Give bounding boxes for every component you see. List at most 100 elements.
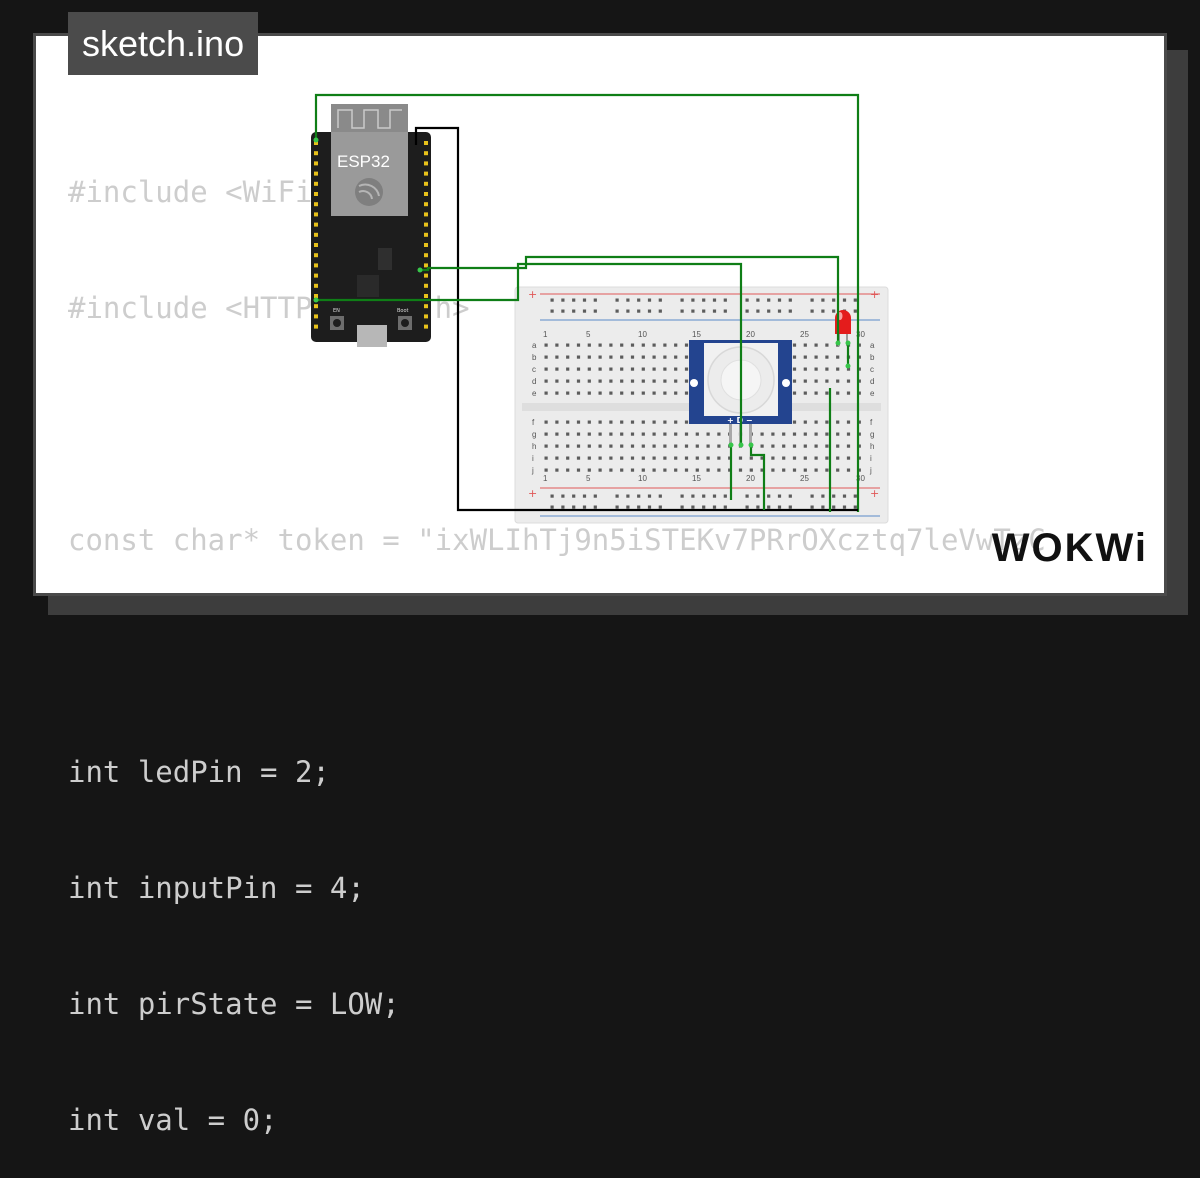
rail-hole [647,494,652,498]
breadboard-hole [576,391,581,395]
breadboard-hole [598,391,602,395]
column-number: 5 [586,330,591,339]
column-number: 30 [856,474,865,483]
breadboard-hole [803,343,807,347]
rail-hole [593,494,597,498]
pir-pin-labels: + D − [727,416,753,425]
rail-hole [788,309,792,313]
esp32-pin [314,294,318,298]
breadboard-hole [760,444,764,448]
breadboard-hole [695,432,699,436]
breadboard-hole [846,444,851,448]
breadboard-hole [717,456,721,460]
rail-hole [647,309,652,313]
breadboard-hole [641,355,645,359]
breadboard-hole [555,468,559,472]
breadboard-hole [825,420,829,424]
rail-hole [777,494,782,498]
breadboard-hole [598,355,602,359]
breadboard-hole [630,432,635,436]
sketch-file-tab[interactable]: sketch.ino [68,12,259,75]
rail-hole [626,505,630,509]
rail-hole [821,505,825,509]
breadboard-hole [792,444,797,448]
esp32-pin [314,181,318,186]
row-letter: b [532,353,537,362]
esp32-pin [314,192,318,196]
breadboard-hole [760,456,764,460]
breadboard-hole [641,468,645,472]
row-letter: c [532,365,536,374]
micro-usb-port[interactable] [357,325,387,347]
circuit-diagram: + + + + 1 5 10 15 20 25 30 1 5 10 15 20 … [311,93,889,524]
breadboard-hole [555,420,559,424]
breadboard-hole [771,444,775,448]
column-number: 15 [692,330,701,339]
rail-hole [691,494,695,498]
rail-hole [723,494,727,498]
rail-hole [680,494,684,498]
esp32-pin [314,283,318,288]
rail-hole [572,309,576,313]
rail-hole [691,505,695,509]
breadboard-hole [792,432,797,436]
breadboard-hole [641,444,645,448]
breadboard-hole [684,391,689,395]
rail-hole [582,505,587,509]
rail-hole [572,505,576,509]
breadboard-hole [782,456,786,460]
breadboard-hole [609,391,613,395]
breadboard-hole [630,391,635,395]
breadboard-hole [663,444,667,448]
breadboard-hole [652,468,656,472]
breadboard-hole [620,343,624,347]
breadboard-hole [738,456,743,460]
breadboard-hole [771,456,775,460]
rail-hole [853,505,857,509]
esp32-pin [424,161,428,166]
breadboard-hole [576,444,581,448]
esp32-pin [314,232,318,237]
breadboard-hole [836,355,840,359]
breadboard-hole [792,391,797,395]
esp32-pin-headers [314,141,428,329]
breadboard-hole [630,355,635,359]
rail-hole [680,298,684,302]
rail-hole [615,309,619,313]
breadboard-hole [814,456,818,460]
wire-ground-black [414,126,858,512]
breadboard-hole [609,355,613,359]
mount-hole [690,379,698,387]
breadboard-hole [630,343,635,347]
breadboard-hole [674,444,678,448]
breadboard-hole [792,420,797,424]
breadboard-hole [555,367,559,371]
row-letter: i [870,454,872,463]
breadboard-hole [825,391,829,395]
breadboard-hole [566,432,570,436]
column-number: 20 [746,330,755,339]
esp32-pin [424,304,428,309]
rail-hole [723,298,727,302]
rail-hole [756,309,760,313]
rail-plus-label: + [870,288,879,301]
breadboard-hole [544,367,548,371]
row-letter: a [870,341,875,350]
breadboard-hole [652,379,656,383]
breadboard-hole [544,355,548,359]
esp32-board[interactable]: ESP32 EN Boot [311,104,431,347]
rail-hole [756,494,760,498]
esp32-pin [424,232,428,237]
rail-hole [658,494,662,498]
breadboard-hole [566,456,570,460]
breadboard-hole [587,468,591,472]
rail-hole [853,309,857,313]
breadboard-hole [857,343,861,347]
rail-hole [745,505,749,509]
breadboard-hole [555,432,559,436]
rail-hole [550,505,554,509]
breadboard-hole [630,468,635,472]
rail-plus-label: + [528,487,537,500]
rail-hole [745,309,749,313]
breadboard-hole [814,343,818,347]
